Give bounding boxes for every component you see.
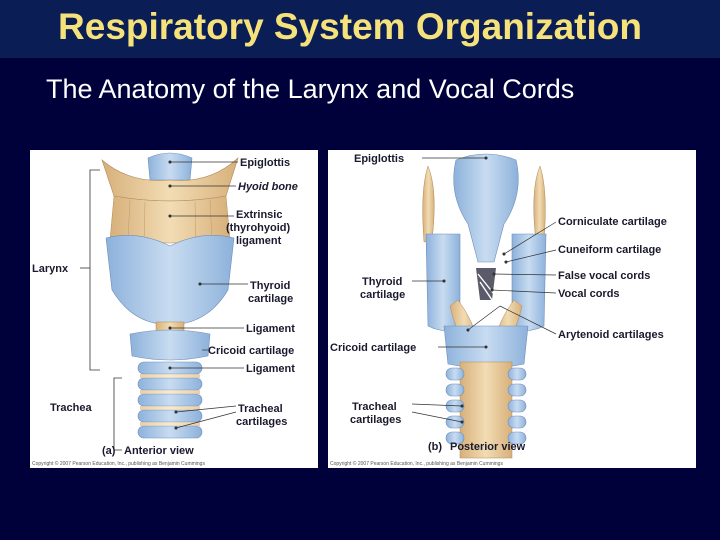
label-extrinsic-3: ligament <box>236 235 282 247</box>
slide-subtitle: The Anatomy of the Larynx and Vocal Cord… <box>46 74 575 104</box>
title-bar <box>0 0 720 58</box>
copyright-posterior: Copyright © 2007 Pearson Education, Inc.… <box>330 460 503 467</box>
label-hyoid-bone: Hyoid bone <box>238 181 298 193</box>
label-cricoid: Cricoid cartilage <box>208 345 294 357</box>
copyright-anterior: Copyright © 2007 Pearson Education, Inc.… <box>32 460 205 467</box>
superior-horn-right <box>533 165 546 243</box>
anterior-view-panel: Epiglottis Hyoid bone Extrinsic (thyrohy… <box>30 150 318 468</box>
label-cricoid-posterior: Cricoid cartilage <box>330 342 416 354</box>
cricoid-cartilage-shape <box>129 329 211 361</box>
label-arytenoid: Arytenoid cartilages <box>558 329 664 341</box>
label-trachea: Trachea <box>50 402 92 414</box>
label-false-vocal-cords: False vocal cords <box>558 270 650 282</box>
label-corniculate: Corniculate cartilage <box>558 216 667 228</box>
label-tracheal-2: cartilages <box>236 416 287 428</box>
label-thyroid-2: cartilage <box>248 293 293 305</box>
label-thyroid-posterior-1: Thyroid <box>362 276 402 288</box>
label-tracheal-posterior-2: cartilages <box>350 414 401 426</box>
label-cuneiform: Cuneiform cartilage <box>558 244 661 256</box>
label-ligament-lower: Ligament <box>246 363 295 375</box>
label-tracheal-posterior-1: Tracheal <box>352 401 397 413</box>
label-ligament-upper: Ligament <box>246 323 295 335</box>
label-thyroid-posterior-2: cartilage <box>360 289 405 301</box>
label-vocal-cords: Vocal cords <box>558 288 620 300</box>
caption-posterior-view: Posterior view <box>450 441 526 453</box>
label-extrinsic-1: Extrinsic <box>236 209 282 221</box>
label-extrinsic-2: (thyrohyoid) <box>226 222 290 234</box>
superior-horn-left <box>422 165 435 243</box>
trachea-bracket <box>113 377 122 451</box>
slide-title: Respiratory System Organization <box>58 6 642 47</box>
anterior-view-illustration: Epiglottis Hyoid bone Extrinsic (thyrohy… <box>32 152 298 467</box>
tracheal-rings-posterior <box>445 367 527 445</box>
caption-anterior-view: Anterior view <box>124 445 194 457</box>
label-epiglottis: Epiglottis <box>240 157 290 169</box>
larynx-bracket <box>89 169 100 371</box>
label-larynx: Larynx <box>32 263 69 275</box>
tracheal-rings-anterior <box>137 361 203 439</box>
epiglottis-shape <box>147 152 193 181</box>
posterior-view-panel: Epiglottis Corniculate cartilage Cuneifo… <box>328 150 696 468</box>
posterior-view-illustration: Epiglottis Corniculate cartilage Cuneifo… <box>330 153 667 467</box>
thyroid-cartilage-shape <box>105 235 235 325</box>
epiglottis-shape-posterior <box>453 153 519 263</box>
caption-letter-a: (a) <box>102 445 116 457</box>
caption-letter-b: (b) <box>428 441 442 453</box>
label-tracheal-1: Tracheal <box>238 403 283 415</box>
label-thyroid-1: Thyroid <box>250 280 290 292</box>
label-epiglottis-posterior: Epiglottis <box>354 153 404 165</box>
